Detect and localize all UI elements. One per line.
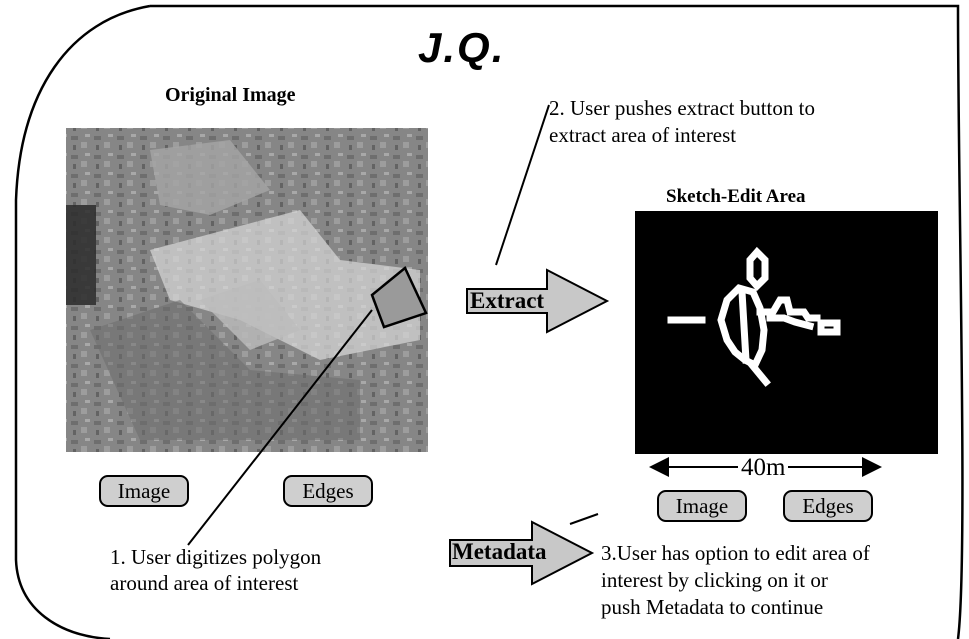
scale-label: 40m	[738, 454, 789, 482]
step2-note-line1: 2. User pushes extract button to	[549, 96, 815, 120]
metadata-label[interactable]: Metadata	[452, 539, 547, 564]
step1-note-line1: 1. User digitizes polygon	[110, 545, 322, 569]
digitized-polygon[interactable]	[370, 266, 428, 329]
left-edges-button[interactable]: Edges	[283, 475, 373, 507]
step3-note-line2: interest by clicking on it or	[601, 568, 828, 592]
sketch-edit-title: Sketch-Edit Area	[666, 186, 806, 207]
left-image-button[interactable]: Image	[99, 475, 189, 507]
step2-note-line2: extract area of interest	[549, 123, 737, 147]
step3-note-line1: 3.User has option to edit area of	[601, 541, 870, 565]
metadata-arrow[interactable]	[449, 520, 595, 586]
jq-logo: J.Q.	[418, 24, 506, 71]
extract-label[interactable]: Extract	[470, 288, 545, 313]
sketch-edit-area[interactable]	[635, 211, 938, 454]
right-edges-button[interactable]: Edges	[783, 490, 873, 522]
original-image[interactable]	[66, 128, 428, 452]
step3-note-line3: push Metadata to continue	[601, 595, 824, 619]
step1-leader	[187, 309, 373, 546]
outer-frame	[14, 4, 964, 639]
right-image-button[interactable]: Image	[657, 490, 747, 522]
step3-leader	[569, 513, 599, 525]
sketch-strokes	[667, 246, 841, 387]
step1-note-line2: around area of interest	[110, 571, 299, 595]
original-image-title: Original Image	[165, 84, 296, 106]
extract-arrow[interactable]	[466, 268, 610, 334]
step2-leader	[495, 104, 550, 266]
